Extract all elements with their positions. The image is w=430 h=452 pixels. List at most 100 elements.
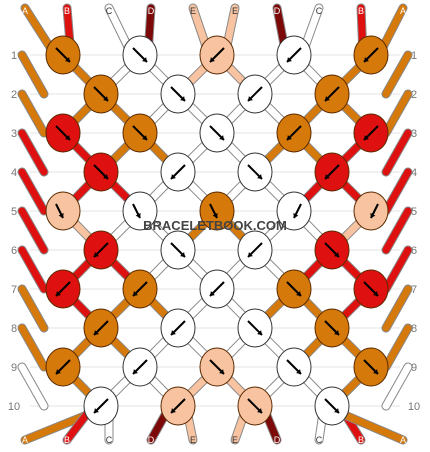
strand-label: D	[148, 435, 155, 445]
row-label-left: 7	[11, 284, 17, 296]
arrow-head	[257, 330, 262, 335]
arrow-head	[180, 96, 185, 101]
knots	[45, 35, 389, 426]
thread-segment	[18, 129, 48, 176]
thread-segment	[382, 51, 412, 98]
row-label-left: 5	[11, 206, 17, 218]
arrow-head	[334, 330, 339, 335]
thread-segment	[382, 129, 412, 176]
thread-segment	[382, 207, 412, 254]
row-label-right: 5	[411, 206, 417, 218]
knot	[83, 230, 119, 270]
arrow-head	[142, 57, 147, 62]
knot	[199, 113, 235, 153]
strand-label: B	[358, 435, 364, 445]
strand-label: D	[274, 6, 281, 16]
row-label-left: 6	[11, 245, 17, 257]
row-label-right: 1	[411, 50, 417, 62]
strand-label: B	[358, 6, 364, 16]
row-label-right: 4	[411, 167, 417, 179]
knot	[122, 347, 158, 387]
arrow-head	[94, 408, 99, 413]
knot	[160, 152, 196, 192]
row-label-right: 10	[408, 401, 420, 413]
knot	[276, 191, 312, 231]
arrow-head	[248, 96, 253, 101]
arrow-head	[325, 96, 330, 101]
row-label-left: 9	[11, 362, 17, 374]
strand-label: C	[316, 6, 323, 16]
row-label-right: 8	[411, 323, 417, 335]
arrow-head	[219, 135, 224, 140]
knot	[160, 74, 196, 114]
thread-segment	[382, 90, 412, 137]
knot	[314, 230, 350, 270]
knot	[353, 347, 389, 387]
arrow-head	[296, 291, 301, 296]
row-label-right: 3	[411, 128, 417, 140]
strand-label: B	[64, 435, 70, 445]
knot	[83, 308, 119, 348]
arrow-head	[287, 135, 292, 140]
arrow-head	[210, 57, 215, 62]
row-label-left: 2	[11, 89, 17, 101]
knot	[160, 386, 196, 426]
knot	[199, 269, 235, 309]
strand-label: C	[106, 435, 113, 445]
row-label-left: 10	[8, 401, 20, 413]
row-label-left: 4	[11, 167, 17, 179]
row-label-left: 3	[11, 128, 17, 140]
knot	[45, 269, 81, 309]
knot	[83, 386, 119, 426]
knot-ellipse	[45, 191, 81, 231]
arrow-head	[171, 330, 176, 335]
knot	[160, 230, 196, 270]
row-label-right: 7	[411, 284, 417, 296]
arrow-head	[133, 369, 138, 374]
knot	[276, 269, 312, 309]
strand-label: A	[22, 435, 28, 445]
watermark: BRACELETBOOK.COM	[143, 218, 287, 233]
row-label-left: 1	[11, 50, 17, 62]
row-label-right: 9	[411, 362, 417, 374]
arrow-head	[65, 57, 70, 62]
thread-segment	[382, 324, 412, 371]
arrow-head	[257, 408, 262, 413]
thread-segment	[382, 285, 412, 332]
strand-label: C	[106, 6, 113, 16]
thread-segment	[18, 90, 48, 137]
thread-segment	[18, 168, 48, 215]
thread-segment	[18, 285, 48, 332]
knot	[83, 74, 119, 114]
knot	[276, 113, 312, 153]
arrow-head	[373, 369, 378, 374]
thread-segment	[18, 207, 48, 254]
arrow-head	[248, 252, 253, 257]
knot	[122, 269, 158, 309]
knot	[45, 35, 81, 75]
knot	[45, 347, 81, 387]
knot	[353, 191, 389, 231]
knot	[237, 152, 273, 192]
arrow-head	[103, 174, 108, 179]
knot	[237, 74, 273, 114]
arrow-head	[171, 408, 176, 413]
strand-label: C	[316, 435, 323, 445]
arrow-head	[171, 174, 176, 179]
strand-label: B	[64, 6, 70, 16]
knot	[314, 386, 350, 426]
arrow-head	[257, 174, 262, 179]
thread-segment	[382, 363, 412, 410]
arrow-head	[296, 369, 301, 374]
knot	[353, 113, 389, 153]
knot	[276, 35, 312, 75]
arrow-head	[135, 213, 141, 218]
arrow-head	[364, 135, 369, 140]
knot	[45, 191, 81, 231]
arrow-head	[334, 408, 339, 413]
arrow-head	[364, 57, 369, 62]
knot-ellipse	[276, 191, 312, 231]
knot	[314, 152, 350, 192]
knot	[314, 308, 350, 348]
